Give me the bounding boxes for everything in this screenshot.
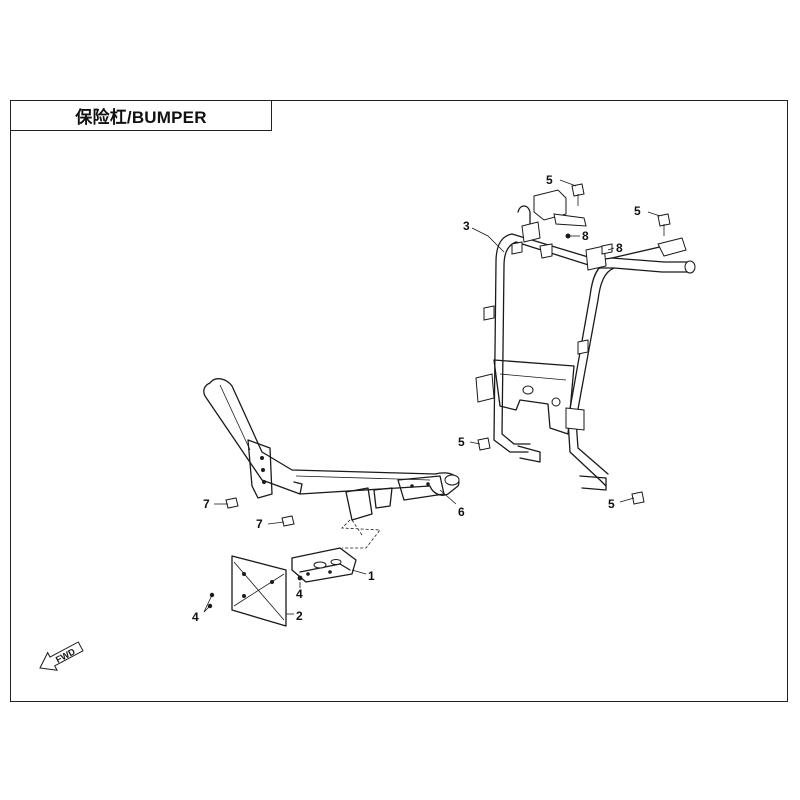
fastener-5-8-group [477, 183, 671, 505]
callout-5-top-right: 5 [634, 204, 641, 218]
plate-bracket [231, 555, 287, 627]
callout-7-upper: 7 [203, 497, 210, 511]
mount-bracket [291, 547, 357, 583]
callout-5-left-foot: 5 [458, 435, 465, 449]
assembly-guide-lines [341, 519, 381, 549]
callout-4-left: 4 [192, 610, 199, 624]
callout-5-top-left: 5 [546, 173, 553, 187]
callout-5-right-foot: 5 [608, 497, 615, 511]
front-bumper-tube [203, 378, 460, 521]
callouts: 5 5 3 8 8 5 5 7 7 6 1 4 4 2 [192, 173, 661, 624]
callout-3: 3 [463, 219, 470, 233]
callout-7-lower: 7 [256, 517, 263, 531]
callout-4-right: 4 [296, 587, 303, 601]
callout-1: 1 [368, 569, 375, 583]
callout-8-right: 8 [616, 241, 623, 255]
bolt-7-group [225, 497, 295, 527]
callout-6: 6 [458, 505, 465, 519]
callout-8-left: 8 [582, 229, 589, 243]
callout-2: 2 [296, 609, 303, 623]
bolt-4-group [207, 575, 303, 609]
diagram-frame [10, 100, 788, 702]
fwd-arrow-icon: FWD [39, 641, 84, 671]
title-box: 保险杠/BUMPER [10, 100, 272, 131]
rear-bumper-frame [475, 189, 696, 491]
diagram-title: 保险杠/BUMPER [75, 108, 207, 127]
